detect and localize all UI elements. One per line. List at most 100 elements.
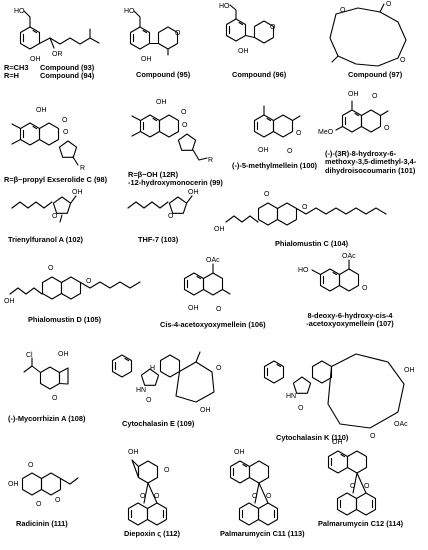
atom-oh: OH — [238, 48, 249, 55]
label-compound-97: Compound (97) — [348, 70, 403, 79]
atom-hn: HN — [286, 393, 296, 400]
atom-oh: OH — [332, 439, 343, 446]
label-compound-95: Compound (95) — [136, 70, 191, 79]
atom-o: O — [264, 191, 270, 198]
atom-oac: OAc — [342, 253, 356, 260]
label-compound-105: Phialomustin D (105) — [28, 315, 102, 324]
label-compound-96: Compound (96) — [232, 70, 287, 79]
structure-98: OH O O R — [11, 107, 85, 172]
structure-107: OAc HO O — [298, 253, 368, 292]
atom-oh: OH — [348, 91, 359, 98]
atom-ho: HO — [298, 267, 309, 274]
label-compound-110: Cytochalasin K (110) — [276, 433, 349, 442]
atom-oh: OH — [188, 305, 199, 312]
atom-o: O — [28, 462, 34, 469]
atom-o: O — [370, 433, 376, 440]
atom-o: O — [36, 501, 42, 508]
atom-o: O — [175, 30, 181, 37]
label-compound-98: R=β−propyl Exserolide C (98) — [4, 175, 108, 184]
atom-o: O — [52, 395, 58, 402]
atom-oh: OH — [258, 147, 269, 154]
atom-o: O — [350, 483, 356, 490]
structure-112: OH O O O — [127, 449, 170, 526]
label-compound-108: (-)-Mycorrhizin A (108) — [8, 414, 86, 423]
structure-102: OH O — [11, 189, 83, 223]
atom-o: O — [252, 493, 258, 500]
label-compound-112: Diepoxin ς (112) — [124, 529, 181, 538]
atom-o: O — [140, 493, 146, 500]
atom-o: O — [216, 365, 222, 372]
atom-o: O — [270, 24, 276, 31]
label-compound-93-94: Compound (93) Compound (94) — [40, 63, 95, 81]
structure-110: HN O OH O OAc — [263, 353, 415, 440]
atom-o: O — [400, 57, 406, 64]
atom-o: O — [216, 306, 222, 313]
label-compound-102: Trienylfuranol A (102) — [8, 235, 84, 244]
atom-oh: OH — [72, 189, 83, 196]
atom-o: O — [52, 213, 58, 220]
structure-99: OH O O R — [131, 99, 213, 164]
atom-o: O — [340, 7, 346, 14]
structure-114: OH O O — [327, 439, 377, 516]
atom-o: O — [362, 285, 368, 292]
atom-o: O — [146, 397, 152, 404]
atom-oh: OH — [188, 189, 199, 196]
atom-hn: HN — [136, 387, 146, 394]
label-compound-106: Cis-4-acetoxyoxymellein (106) — [160, 320, 266, 329]
atom-cl: Cl — [26, 352, 33, 359]
atom-o: O — [298, 405, 304, 412]
atom-oh: OH — [404, 367, 415, 374]
atom-o: O — [384, 125, 390, 132]
label-compound-99: R=β−OH (12R) -12-hydroxymonocerin (99) — [128, 170, 223, 188]
atom-h: H — [150, 365, 155, 372]
structure-96: HO OH O — [219, 3, 276, 55]
atom-oh: OH — [128, 449, 139, 456]
atom-o: O — [302, 204, 308, 211]
structure-106: OAc OH O — [183, 257, 231, 313]
label-compound-104: Phialomustin C (104) — [275, 239, 349, 248]
structure-95: HO OH O — [124, 8, 181, 63]
atom-r: R — [208, 157, 213, 164]
atom-oac: OAc — [206, 257, 220, 264]
atom-o: O — [181, 109, 187, 116]
atom-oh: OH — [141, 56, 152, 63]
structure-105: OH O O — [4, 265, 141, 305]
label-compound-111: Radicinin (111) — [16, 519, 68, 528]
atom-o: O — [55, 497, 61, 504]
atom-o: O — [364, 483, 370, 490]
structure-103: OH O — [127, 189, 199, 220]
atom-o: O — [164, 467, 170, 474]
structure-101: OH O O MeO — [318, 91, 390, 136]
label-compound-100: (-)-5-methylmellein (100) — [232, 161, 318, 170]
atom-o: O — [48, 265, 54, 272]
atom-o: O — [63, 129, 69, 136]
atom-oh: OH — [30, 56, 41, 63]
atom-o: O — [266, 493, 272, 500]
atom-o: O — [154, 493, 160, 500]
atom-oh: OH — [234, 449, 245, 456]
atom-oh: OH — [8, 481, 19, 488]
structure-93-94: HO OH OR — [14, 8, 100, 63]
atom-oac: OAc — [394, 421, 408, 428]
structure-97: O O O — [329, 1, 407, 67]
structure-104: OH O O — [214, 191, 387, 233]
atom-o: O — [287, 148, 293, 155]
structure-108: Cl OH O — [23, 351, 69, 402]
atom-o: O — [182, 122, 188, 129]
atom-o: O — [62, 117, 68, 124]
structure-111: O OH O O — [8, 462, 79, 508]
label-compound-114: Palmarumycin C12 (114) — [318, 519, 404, 528]
atom-oh: OH — [200, 407, 211, 414]
atom-ho: HO — [14, 8, 25, 15]
structure-113: OH O O — [229, 449, 279, 526]
label-compound-101: (-)-(3R)-8-hydroxy-6- methoxy-3,5-dimeth… — [325, 149, 417, 175]
atom-o: O — [372, 93, 378, 100]
atom-o: O — [86, 278, 92, 285]
atom-oh: OH — [214, 226, 225, 233]
atom-o: O — [168, 213, 174, 220]
label-compound-103: THF-7 (103) — [138, 235, 179, 244]
atom-ho: HO — [219, 3, 230, 10]
atom-o: O — [296, 130, 302, 137]
atom-oh: OH — [156, 99, 167, 106]
